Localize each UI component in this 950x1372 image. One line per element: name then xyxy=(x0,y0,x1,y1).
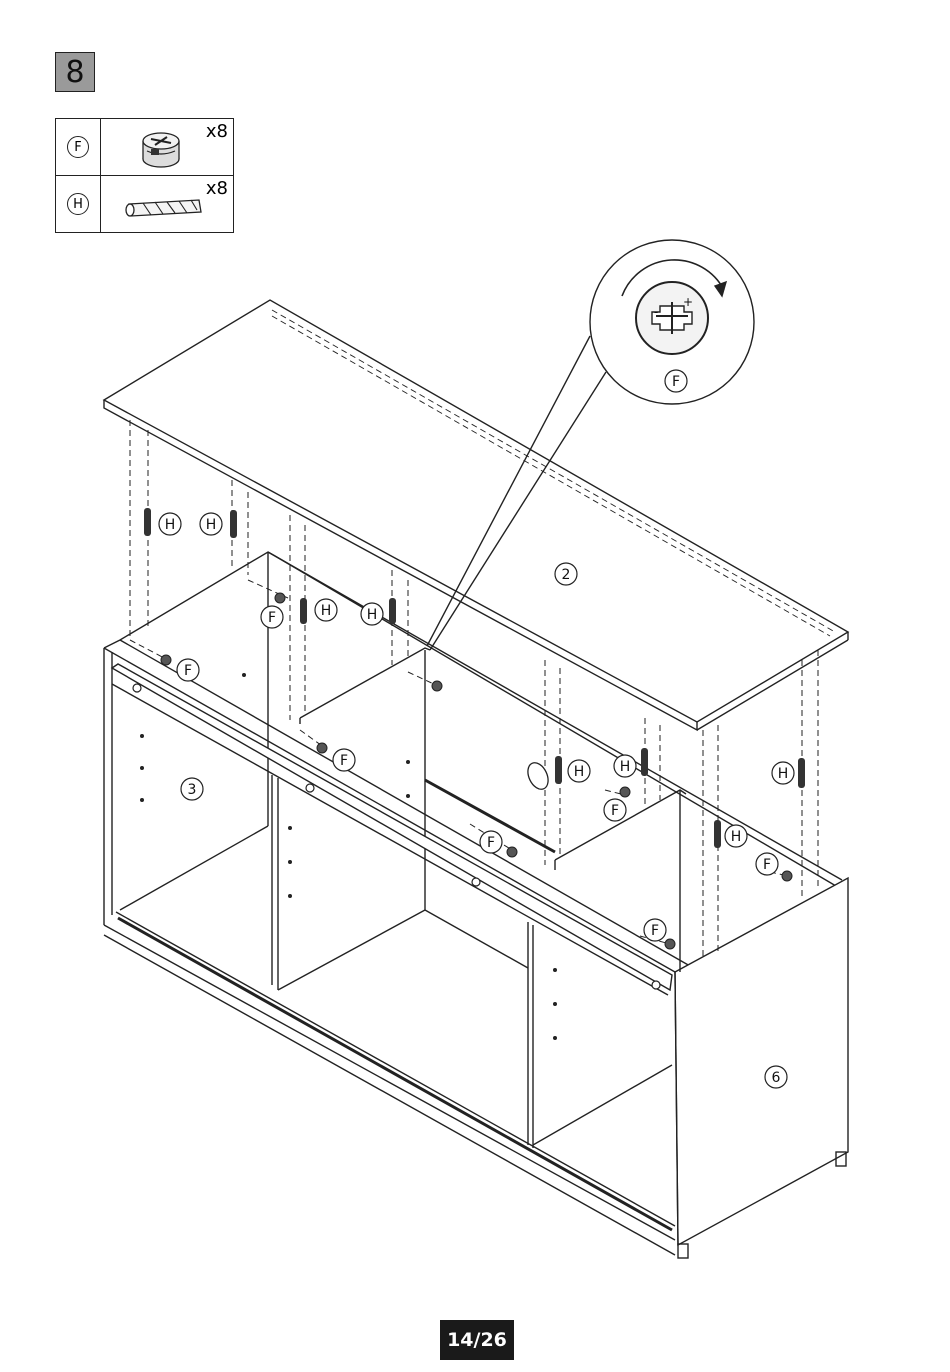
shelf-pin-holes xyxy=(140,673,557,1040)
callout-f: F xyxy=(611,803,619,819)
callout-h: H xyxy=(206,517,217,533)
rotation-plus-label: + xyxy=(683,295,693,309)
panel-label-left-side: 3 xyxy=(188,782,197,798)
callout-h: H xyxy=(574,764,585,780)
detail-code-label: F xyxy=(672,374,680,390)
callout-f: F xyxy=(487,835,495,851)
callout-f: F xyxy=(340,753,348,769)
callout-h: H xyxy=(367,607,378,623)
page-indicator: 14/26 xyxy=(440,1320,514,1360)
callout-f: F xyxy=(268,610,276,626)
callout-h: H xyxy=(321,603,332,619)
panel-label-top: 2 xyxy=(562,567,571,583)
callout-h: H xyxy=(165,517,176,533)
rail-screws xyxy=(133,684,660,989)
callout-h: H xyxy=(778,766,789,782)
callout-f: F xyxy=(651,923,659,939)
callout-h: H xyxy=(620,759,631,775)
callout-h: H xyxy=(731,829,742,845)
rotation-minus-label: - xyxy=(654,305,658,319)
callout-f: F xyxy=(763,857,771,873)
panel-label-right-side: 6 xyxy=(772,1070,781,1086)
callout-f: F xyxy=(184,663,192,679)
cable-hole xyxy=(524,760,552,793)
